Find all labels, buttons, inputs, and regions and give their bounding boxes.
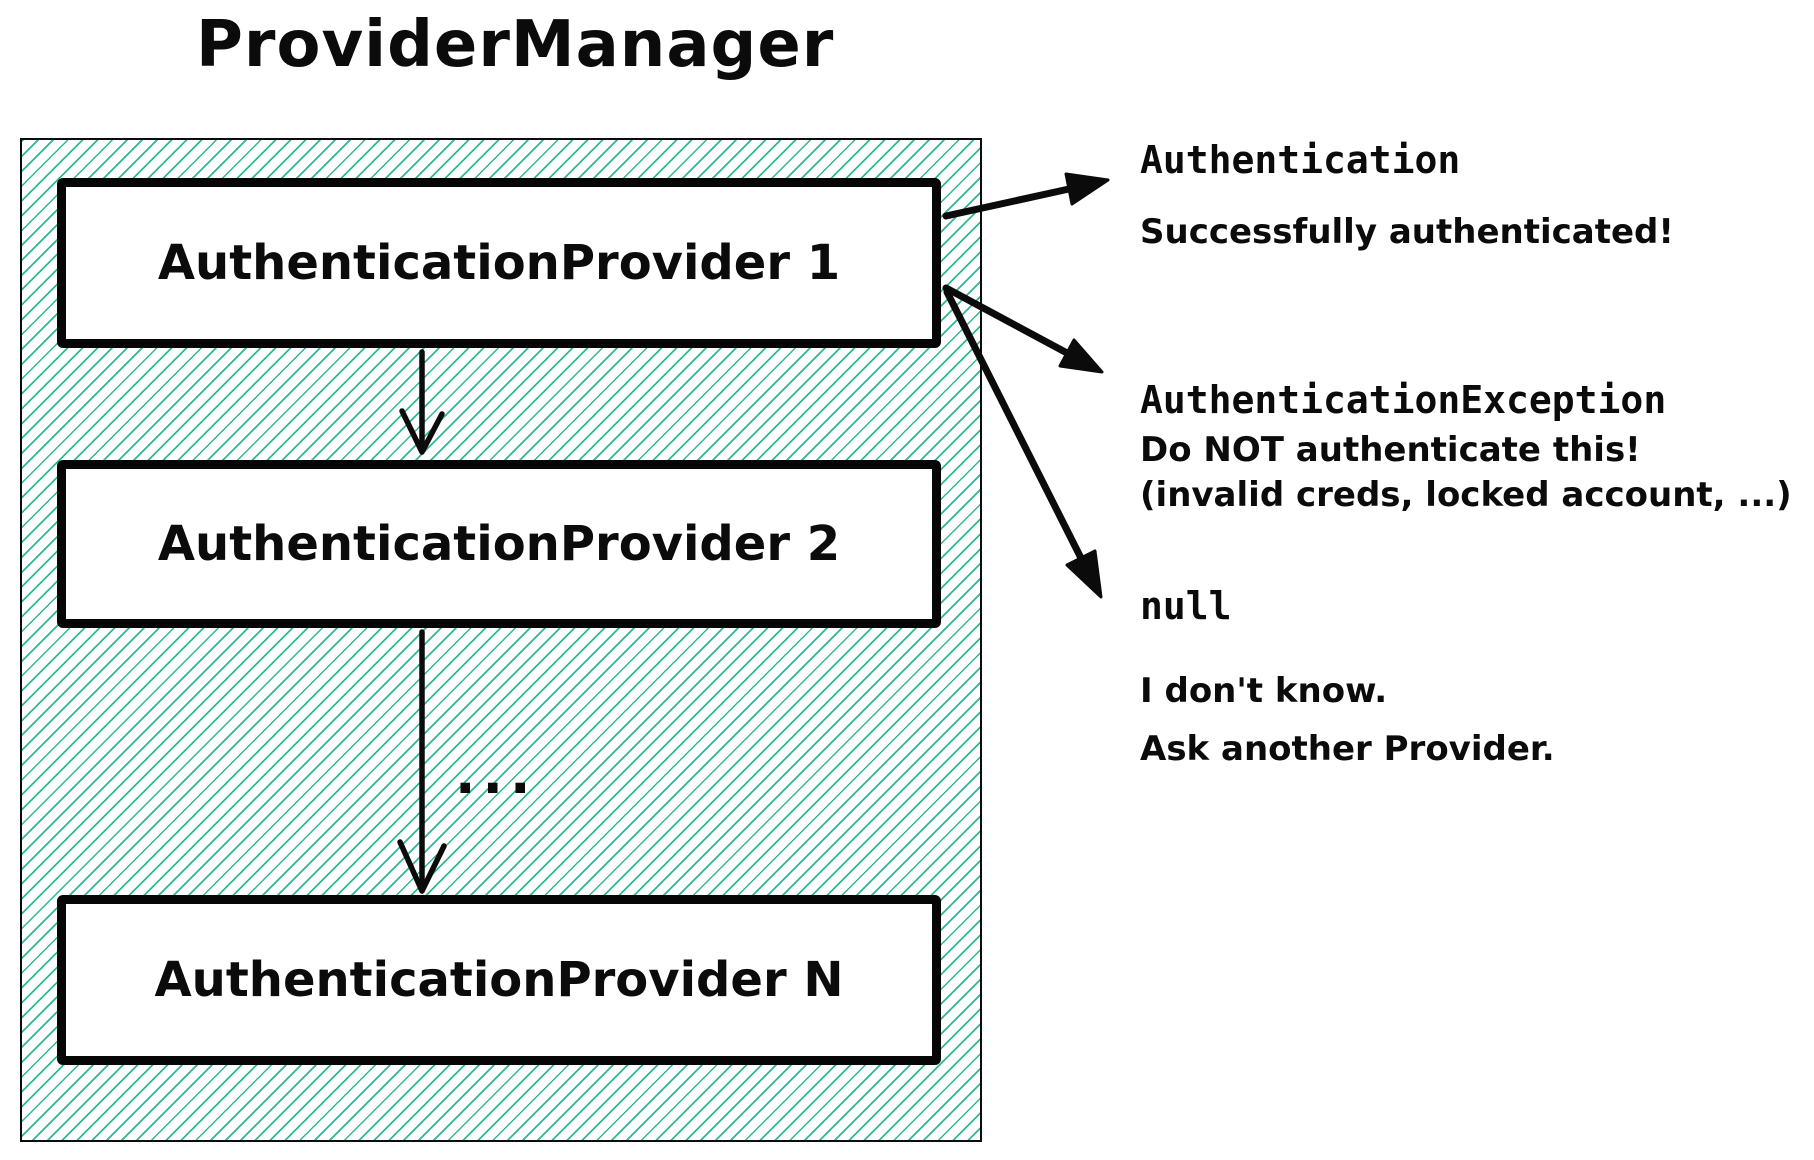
outcome-description-line: (invalid creds, locked account, ...) xyxy=(1140,475,1792,515)
provider-box-n: AuthenticationProvider N xyxy=(57,895,941,1065)
outcome-exception-label: AuthenticationException xyxy=(1140,378,1667,422)
outcome-description-line: Ask another Provider. xyxy=(1140,729,1555,769)
outcome-description-line: Successfully authenticated! xyxy=(1140,212,1674,252)
outcome-authentication-label: Authentication xyxy=(1140,138,1461,182)
outcome-null-description: I don't know. Ask another Provider. xyxy=(1140,662,1555,778)
outcome-exception-description: Do NOT authenticate this! (invalid creds… xyxy=(1140,428,1792,518)
provider-box-1-label: AuthenticationProvider 1 xyxy=(157,235,841,291)
outcome-null-label: null xyxy=(1140,584,1232,628)
provider-box-2-label: AuthenticationProvider 2 xyxy=(157,516,841,572)
provider-box-n-label: AuthenticationProvider N xyxy=(154,952,844,1008)
outcome-description-line: Do NOT authenticate this! xyxy=(1140,430,1641,470)
provider-box-2: AuthenticationProvider 2 xyxy=(57,460,941,628)
outcome-authentication-description: Successfully authenticated! xyxy=(1140,210,1674,254)
chain-ellipsis-dots: ... xyxy=(455,743,538,806)
outcome-description-line: I don't know. xyxy=(1140,671,1388,711)
diagram-title: ProviderManager xyxy=(196,8,835,82)
provider-box-1: AuthenticationProvider 1 xyxy=(57,178,941,348)
